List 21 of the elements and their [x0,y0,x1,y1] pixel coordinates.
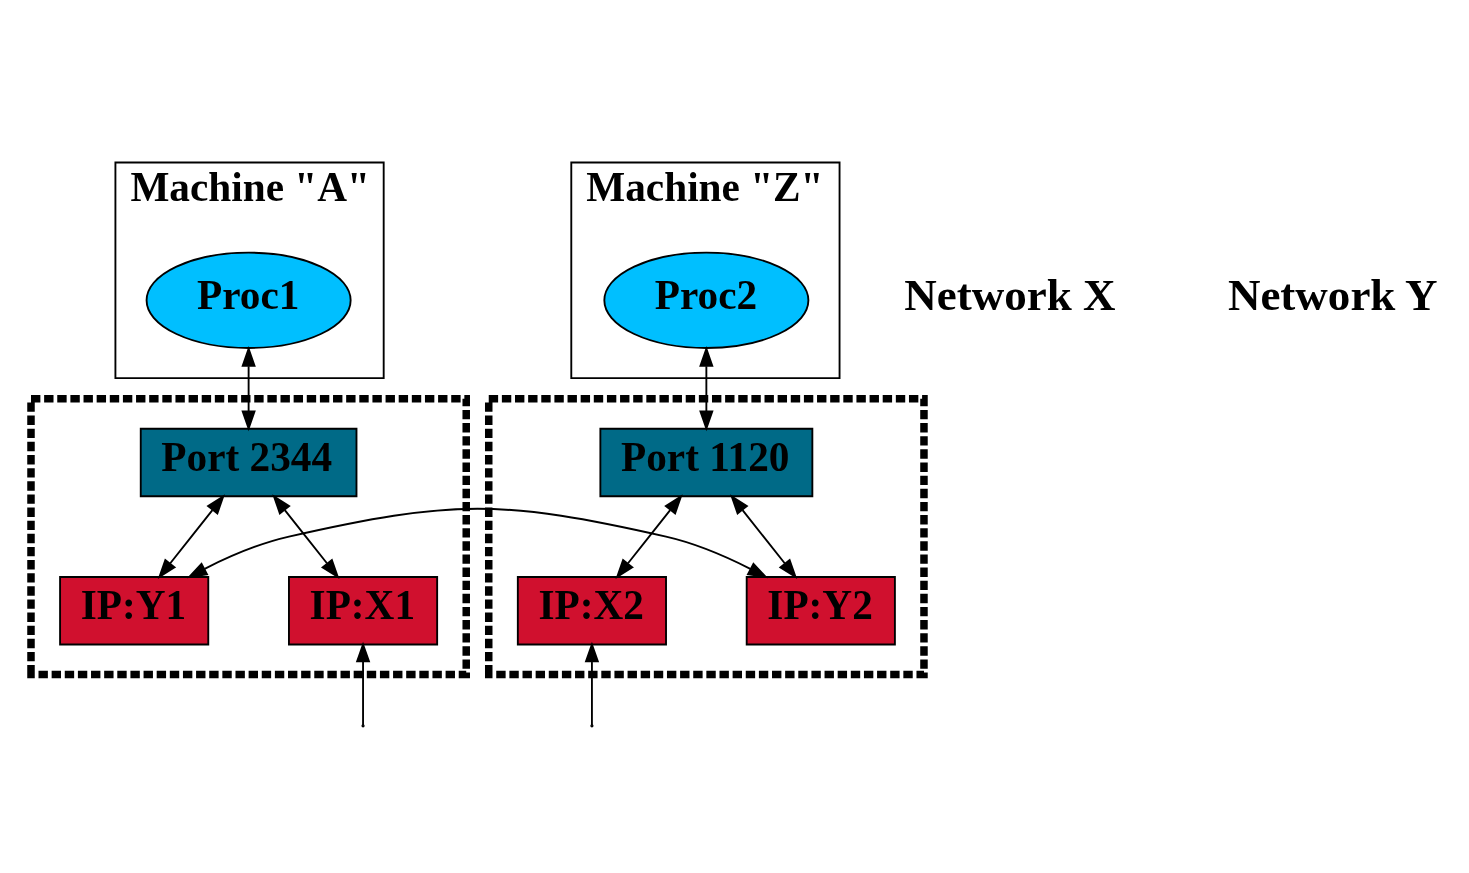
cluster [27,394,470,678]
node-box: Port 1120 [599,427,814,497]
node-box: IP:Y1 [59,575,210,645]
arrow [241,345,256,431]
arrow [615,493,683,579]
arrow [186,507,769,578]
node-ellipse: Proc1 [145,251,352,349]
label: Network Y [1227,269,1438,320]
node-box: Port 2344 [139,427,358,497]
node-box: IP:Y2 [745,575,896,645]
label: Network X [904,269,1116,320]
arrow [355,641,371,726]
arrow [699,345,714,431]
arrow [157,493,225,579]
arrow [584,641,600,726]
node-box: IP:X1 [288,575,439,645]
node-ellipse: Proc2 [603,251,810,349]
arrow [272,493,340,579]
node-box: IP:X2 [516,575,667,645]
arrow [730,493,798,579]
cluster [485,394,928,678]
